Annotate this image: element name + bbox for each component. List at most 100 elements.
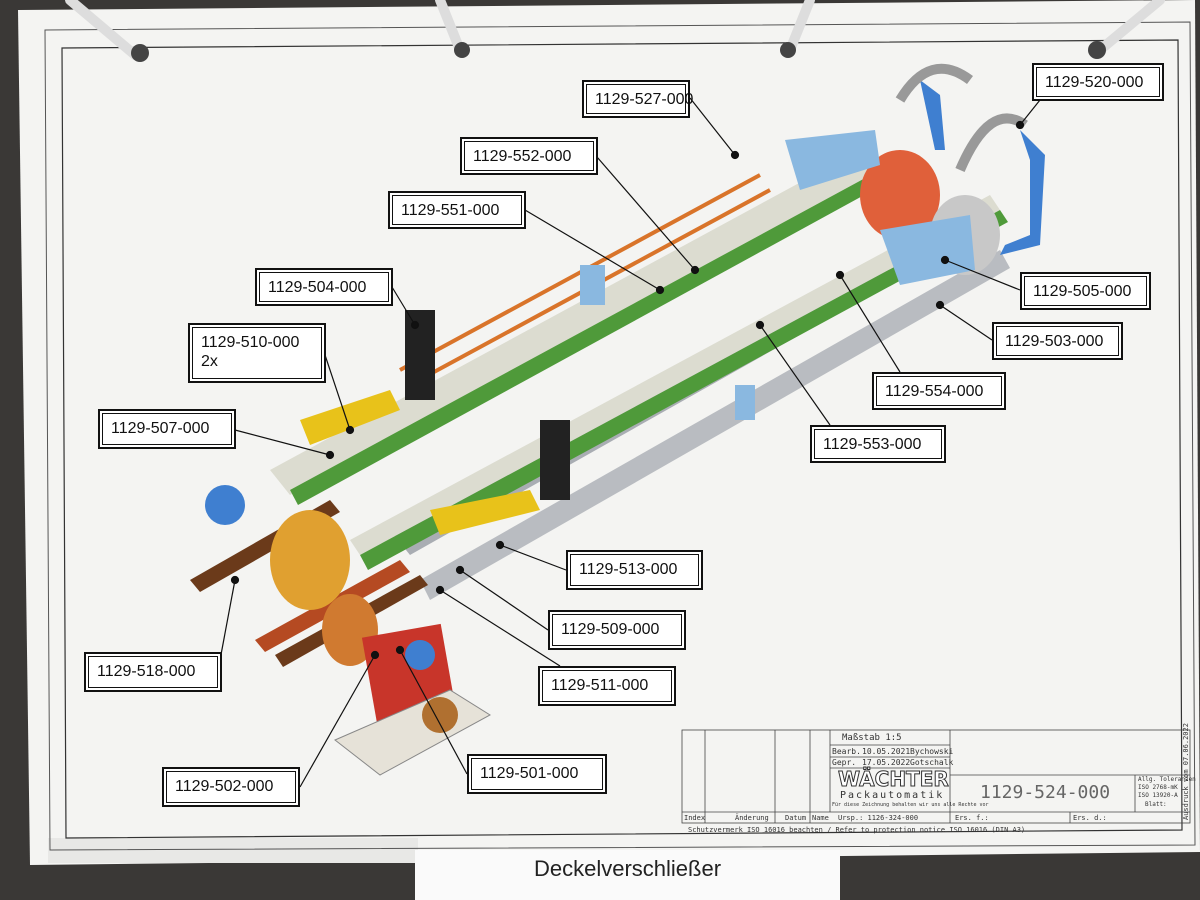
protection-notice: Schutzvermerk ISO 16016 beachten / Refer… [688, 826, 1026, 834]
leader-dot [230, 575, 240, 585]
leader-line [944, 259, 1021, 291]
col-change: Änderung [735, 814, 769, 822]
leader-line [399, 649, 468, 775]
part-callout: 1129-520-000 [1032, 63, 1164, 101]
leader-dot [690, 265, 700, 275]
drawing-number: 1129-524-000 [980, 782, 1111, 803]
leader-line [759, 324, 831, 426]
col-date: Datum [785, 814, 807, 822]
part-callout: 1129-505-000 [1020, 272, 1151, 310]
tolerance-1: ISO 2768-mK [1138, 784, 1178, 791]
part-callout: 1129-553-000 [810, 425, 946, 463]
part-number: 1129-502-000 [166, 771, 296, 803]
replaced-by: Ers. d.: [1073, 814, 1107, 822]
part-callout: 1129-503-000 [992, 322, 1123, 360]
checked-date: 17.05.2022 [862, 758, 911, 767]
leader-line [524, 209, 661, 291]
part-number: 1129-510-000 2x [192, 327, 322, 379]
drawn-by: Bychowski [910, 747, 954, 756]
part-number: 1129-509-000 [552, 614, 682, 646]
part-callout: 1129-510-000 2x [188, 323, 326, 383]
leader-line [219, 579, 236, 661]
part-number: 1129-520-000 [1036, 67, 1160, 97]
part-callout: 1129-554-000 [872, 372, 1006, 410]
part-number: 1129-505-000 [1024, 276, 1147, 306]
leader-line [234, 429, 331, 456]
leader-dot [655, 285, 665, 295]
part-callout: 1129-552-000 [460, 137, 598, 175]
origin: Ursp.: 1126-324-000 [838, 814, 919, 822]
leader-dot [455, 565, 465, 575]
part-number: 1129-527-000 [586, 84, 693, 114]
leader-dot [730, 150, 740, 160]
part-number: 1129-507-000 [102, 413, 232, 445]
leader-line [1019, 99, 1041, 126]
part-callout: 1129-504-000 [255, 268, 393, 306]
rights-notice: Für diese Zeichnung behalten wir uns all… [832, 802, 989, 808]
leader-line [439, 589, 561, 667]
leader-dot [495, 540, 505, 550]
replaces: Ers. f.: [955, 814, 989, 822]
checked-by: Gotschalk [910, 758, 954, 767]
leader-dot [435, 585, 445, 595]
leader-dot [370, 650, 380, 660]
leader-dot [755, 320, 765, 330]
leader-dot [395, 645, 405, 655]
leader-dot [940, 255, 950, 265]
print-note: Ausdruck vom 07.06.2022 [1182, 723, 1190, 820]
col-index: Index [684, 814, 706, 822]
part-number: 1129-554-000 [876, 376, 1002, 406]
part-number: 1129-551-000 [392, 195, 522, 225]
part-callout: 1129-507-000 [98, 409, 236, 449]
part-callout: 1129-551-000 [388, 191, 526, 229]
leader-line [596, 156, 696, 271]
tolerances: Allg. Toleranzen [1138, 776, 1196, 783]
part-number: 1129-501-000 [471, 758, 603, 790]
part-callout: 1129-527-000 [582, 80, 693, 118]
binder-rings [65, 0, 1165, 60]
leader-dot [325, 450, 335, 460]
company-logo: WÄCHTER [838, 767, 950, 792]
part-number: 1129-553-000 [814, 429, 942, 459]
part-callout: 1129-518-000 [84, 652, 222, 692]
leader-dot [935, 300, 945, 310]
inner-border [61, 39, 1183, 839]
machine-assembly [190, 63, 1045, 776]
leader-lines [219, 97, 1041, 788]
part-number: 1129-513-000 [570, 554, 699, 586]
leader-dot [835, 270, 845, 280]
leader-dot [1015, 120, 1025, 130]
leader-dot [345, 425, 355, 435]
leader-line [324, 354, 351, 431]
part-callout: 1129-511-000 [538, 666, 676, 706]
leader-line [499, 544, 567, 571]
leader-line [459, 569, 549, 631]
leader-line [839, 274, 901, 373]
drawn-label: Bearb. [832, 747, 861, 756]
leader-line [391, 286, 416, 326]
drawn-date: 10.05.2021 [862, 747, 911, 756]
leader-line [689, 97, 736, 156]
leader-line [939, 304, 993, 341]
outer-border [44, 21, 1196, 851]
col-name: Name [812, 814, 829, 822]
part-callout: 1129-513-000 [566, 550, 703, 590]
part-number: 1129-511-000 [542, 670, 672, 702]
checked-label: Gepr. [832, 758, 857, 767]
part-number: 1129-504-000 [259, 272, 389, 302]
bottom-label: Deckelverschließer [415, 850, 840, 900]
part-callout: 1129-502-000 [162, 767, 300, 807]
scale: Maßstab 1:5 [842, 733, 902, 743]
part-callout: 1129-509-000 [548, 610, 686, 650]
leader-line [299, 654, 376, 788]
part-number: 1129-552-000 [464, 141, 594, 171]
part-number: 1129-503-000 [996, 326, 1119, 356]
part-number: 1129-518-000 [88, 656, 218, 688]
title-block [681, 729, 1191, 824]
sheet: Blatt: [1145, 801, 1167, 808]
company-sub: Packautomatik [840, 790, 945, 801]
tolerance-2: ISO 13920-A [1138, 792, 1178, 799]
part-callout: 1129-501-000 [467, 754, 607, 794]
leader-dot [410, 320, 420, 330]
